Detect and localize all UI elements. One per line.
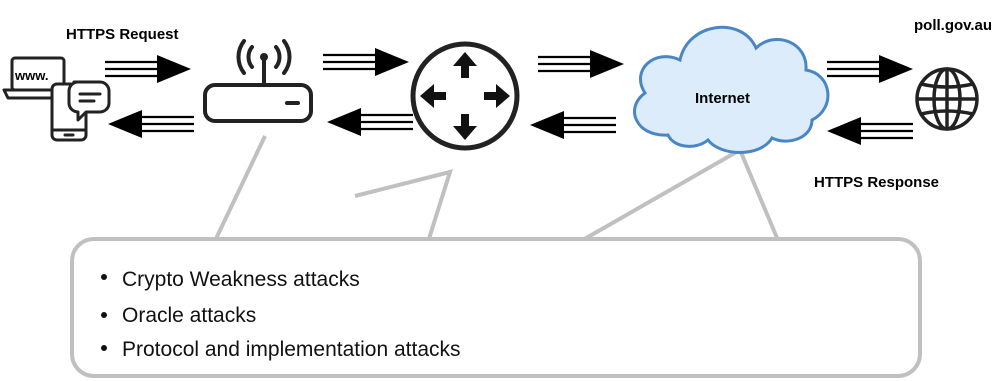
https-request-label: HTTPS Request — [66, 26, 179, 43]
domain-label: poll.gov.au — [914, 17, 992, 34]
client-devices: www. — [2, 56, 111, 142]
callout-pointer-switch — [354, 169, 453, 246]
arrow-response-3 — [528, 109, 618, 141]
arrow-request-3 — [536, 48, 626, 80]
globe-icon — [915, 67, 979, 131]
arrow-request-2 — [321, 46, 411, 78]
attack-item-label: Oracle attacks — [122, 304, 256, 327]
arrow-request-1 — [103, 53, 193, 85]
attack-item: Crypto Weakness attacks — [101, 268, 360, 291]
router-icon — [410, 41, 520, 151]
attack-item: Protocol and implementation attacks — [101, 338, 461, 361]
attack-item-label: Crypto Weakness attacks — [122, 268, 360, 291]
callout-connectors — [209, 135, 782, 247]
attack-item: Oracle attacks — [101, 304, 256, 327]
https-response-label: HTTPS Response — [814, 174, 939, 191]
www-label: www. — [14, 68, 48, 83]
arrow-request-4 — [825, 53, 915, 85]
internet-label: Internet — [695, 90, 750, 107]
wifi-router-icon — [203, 39, 313, 123]
cloud-icon: Internet — [633, 25, 830, 154]
attack-callout-box — [70, 237, 922, 378]
arrow-response-2 — [325, 106, 415, 138]
attack-item-label: Protocol and implementation attacks — [122, 338, 461, 361]
attack-list: Crypto Weakness attacks Oracle attacks P… — [101, 268, 461, 361]
callout-pointer-internet — [573, 147, 782, 247]
arrow-response-4 — [825, 115, 915, 147]
arrow-response-1 — [106, 108, 196, 140]
chat-bubble-icon — [67, 80, 111, 122]
callout-pointer-router — [209, 135, 325, 247]
